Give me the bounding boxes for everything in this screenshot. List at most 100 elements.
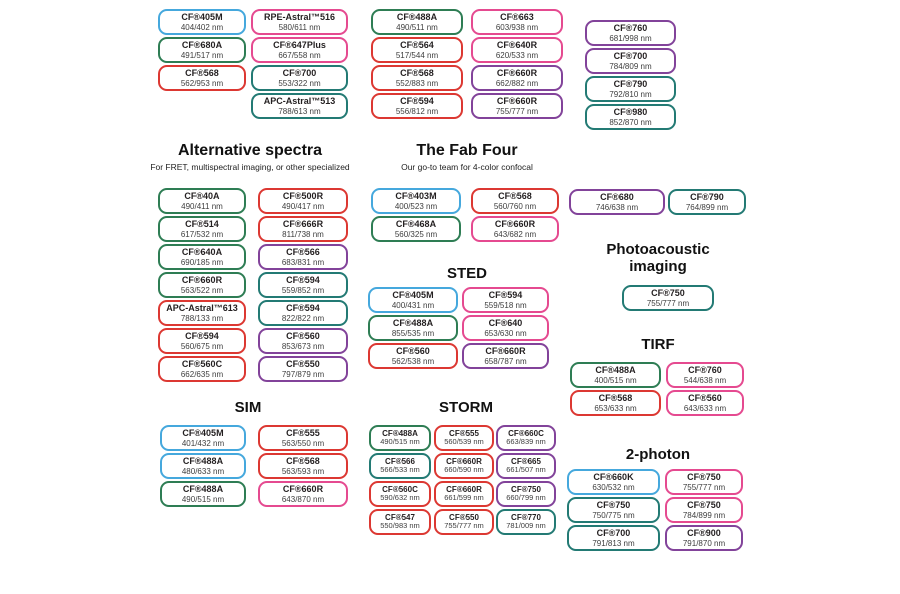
dye-name: CF®660R <box>496 68 538 79</box>
dye-excitation-emission: 764/899 nm <box>685 202 729 212</box>
dye-excitation-emission: 401/432 nm <box>181 438 225 448</box>
dye-name: CF®660R <box>496 96 538 107</box>
dye-name: CF®405M <box>181 12 223 23</box>
dye-name: APC-Astral™513 <box>263 96 336 107</box>
dye-excitation-emission: 544/638 nm <box>683 375 727 385</box>
dye-excitation-emission: 660/799 nm <box>506 493 546 503</box>
dye-name: CF®680A <box>181 40 223 51</box>
section-title-sted: STED <box>446 265 487 282</box>
dye-excitation-emission: 620/533 nm <box>495 50 539 60</box>
dye-name: CF®488A <box>396 12 438 23</box>
dye-excitation-emission: 663/839 nm <box>506 437 546 447</box>
dye-name: CF®514 <box>185 219 219 230</box>
dye-excitation-emission: 550/983 nm <box>380 521 420 531</box>
dye-excitation-emission: 517/544 nm <box>395 50 439 60</box>
dye-name: CF®566 <box>286 247 320 258</box>
dye-excitation-emission: 822/822 nm <box>281 313 325 323</box>
dye-excitation-emission: 653/633 nm <box>594 403 637 413</box>
dye-name: CF®568 <box>286 456 320 467</box>
dye-name: CF®560 <box>286 331 320 342</box>
dye-excitation-emission: 662/882 nm <box>495 78 539 88</box>
dye-excitation-emission: 490/515 nm <box>380 437 420 447</box>
dye-excitation-emission: 791/813 nm <box>592 538 635 548</box>
dye-excitation-emission: 811/738 nm <box>282 229 324 239</box>
dye-excitation-emission: 750/775 nm <box>592 510 635 520</box>
dye-name: CF®640A <box>181 247 223 258</box>
dye-name: CF®594 <box>400 96 434 107</box>
dye-excitation-emission: 755/777 nm <box>646 298 690 308</box>
dye-excitation-emission: 490/417 nm <box>281 201 325 211</box>
dye-name: CF®488A <box>392 318 434 329</box>
dye-name: CF®566 <box>385 457 415 467</box>
dye-name: CF®660R <box>446 457 482 467</box>
section-title-storm: STORM <box>439 399 493 416</box>
dye-name: CF®980 <box>613 107 648 118</box>
section-title-two-photon: 2-photon <box>625 446 691 463</box>
dye-excitation-emission: 590/632 nm <box>380 493 420 503</box>
dye-name: CF®468A <box>395 219 437 230</box>
dye-excitation-emission: 552/883 nm <box>395 78 439 88</box>
dye-excitation-emission: 667/558 nm <box>278 50 321 60</box>
dye-excitation-emission: 491/517 nm <box>180 50 224 60</box>
dye-name: CF®750 <box>687 500 721 511</box>
dye-name: CF®663 <box>500 12 534 23</box>
dye-excitation-emission: 560/675 nm <box>180 341 224 351</box>
dye-name: CF®488A <box>182 456 224 467</box>
dye-excitation-emission: 755/777 nm <box>495 106 539 116</box>
dye-excitation-emission: 788/613 nm <box>278 106 321 116</box>
dye-name: CF®660R <box>181 275 223 286</box>
dye-excitation-emission: 560/539 nm <box>444 437 484 447</box>
dye-name: APC-Astral™613 <box>166 303 238 314</box>
dye-excitation-emission: 661/507 nm <box>506 465 546 475</box>
dye-excitation-emission: 563/550 nm <box>281 438 325 448</box>
dye-name: CF®568 <box>498 191 532 202</box>
dye-excitation-emission: 562/538 nm <box>391 356 435 366</box>
dye-excitation-emission: 559/518 nm <box>484 300 527 310</box>
dye-excitation-emission: 553/322 nm <box>278 78 321 88</box>
dye-name: CF®568 <box>400 68 434 79</box>
dye-name: CF®594 <box>488 290 523 301</box>
dye-excitation-emission: 653/630 nm <box>484 328 527 338</box>
dye-excitation-emission: 490/411 nm <box>181 201 223 211</box>
